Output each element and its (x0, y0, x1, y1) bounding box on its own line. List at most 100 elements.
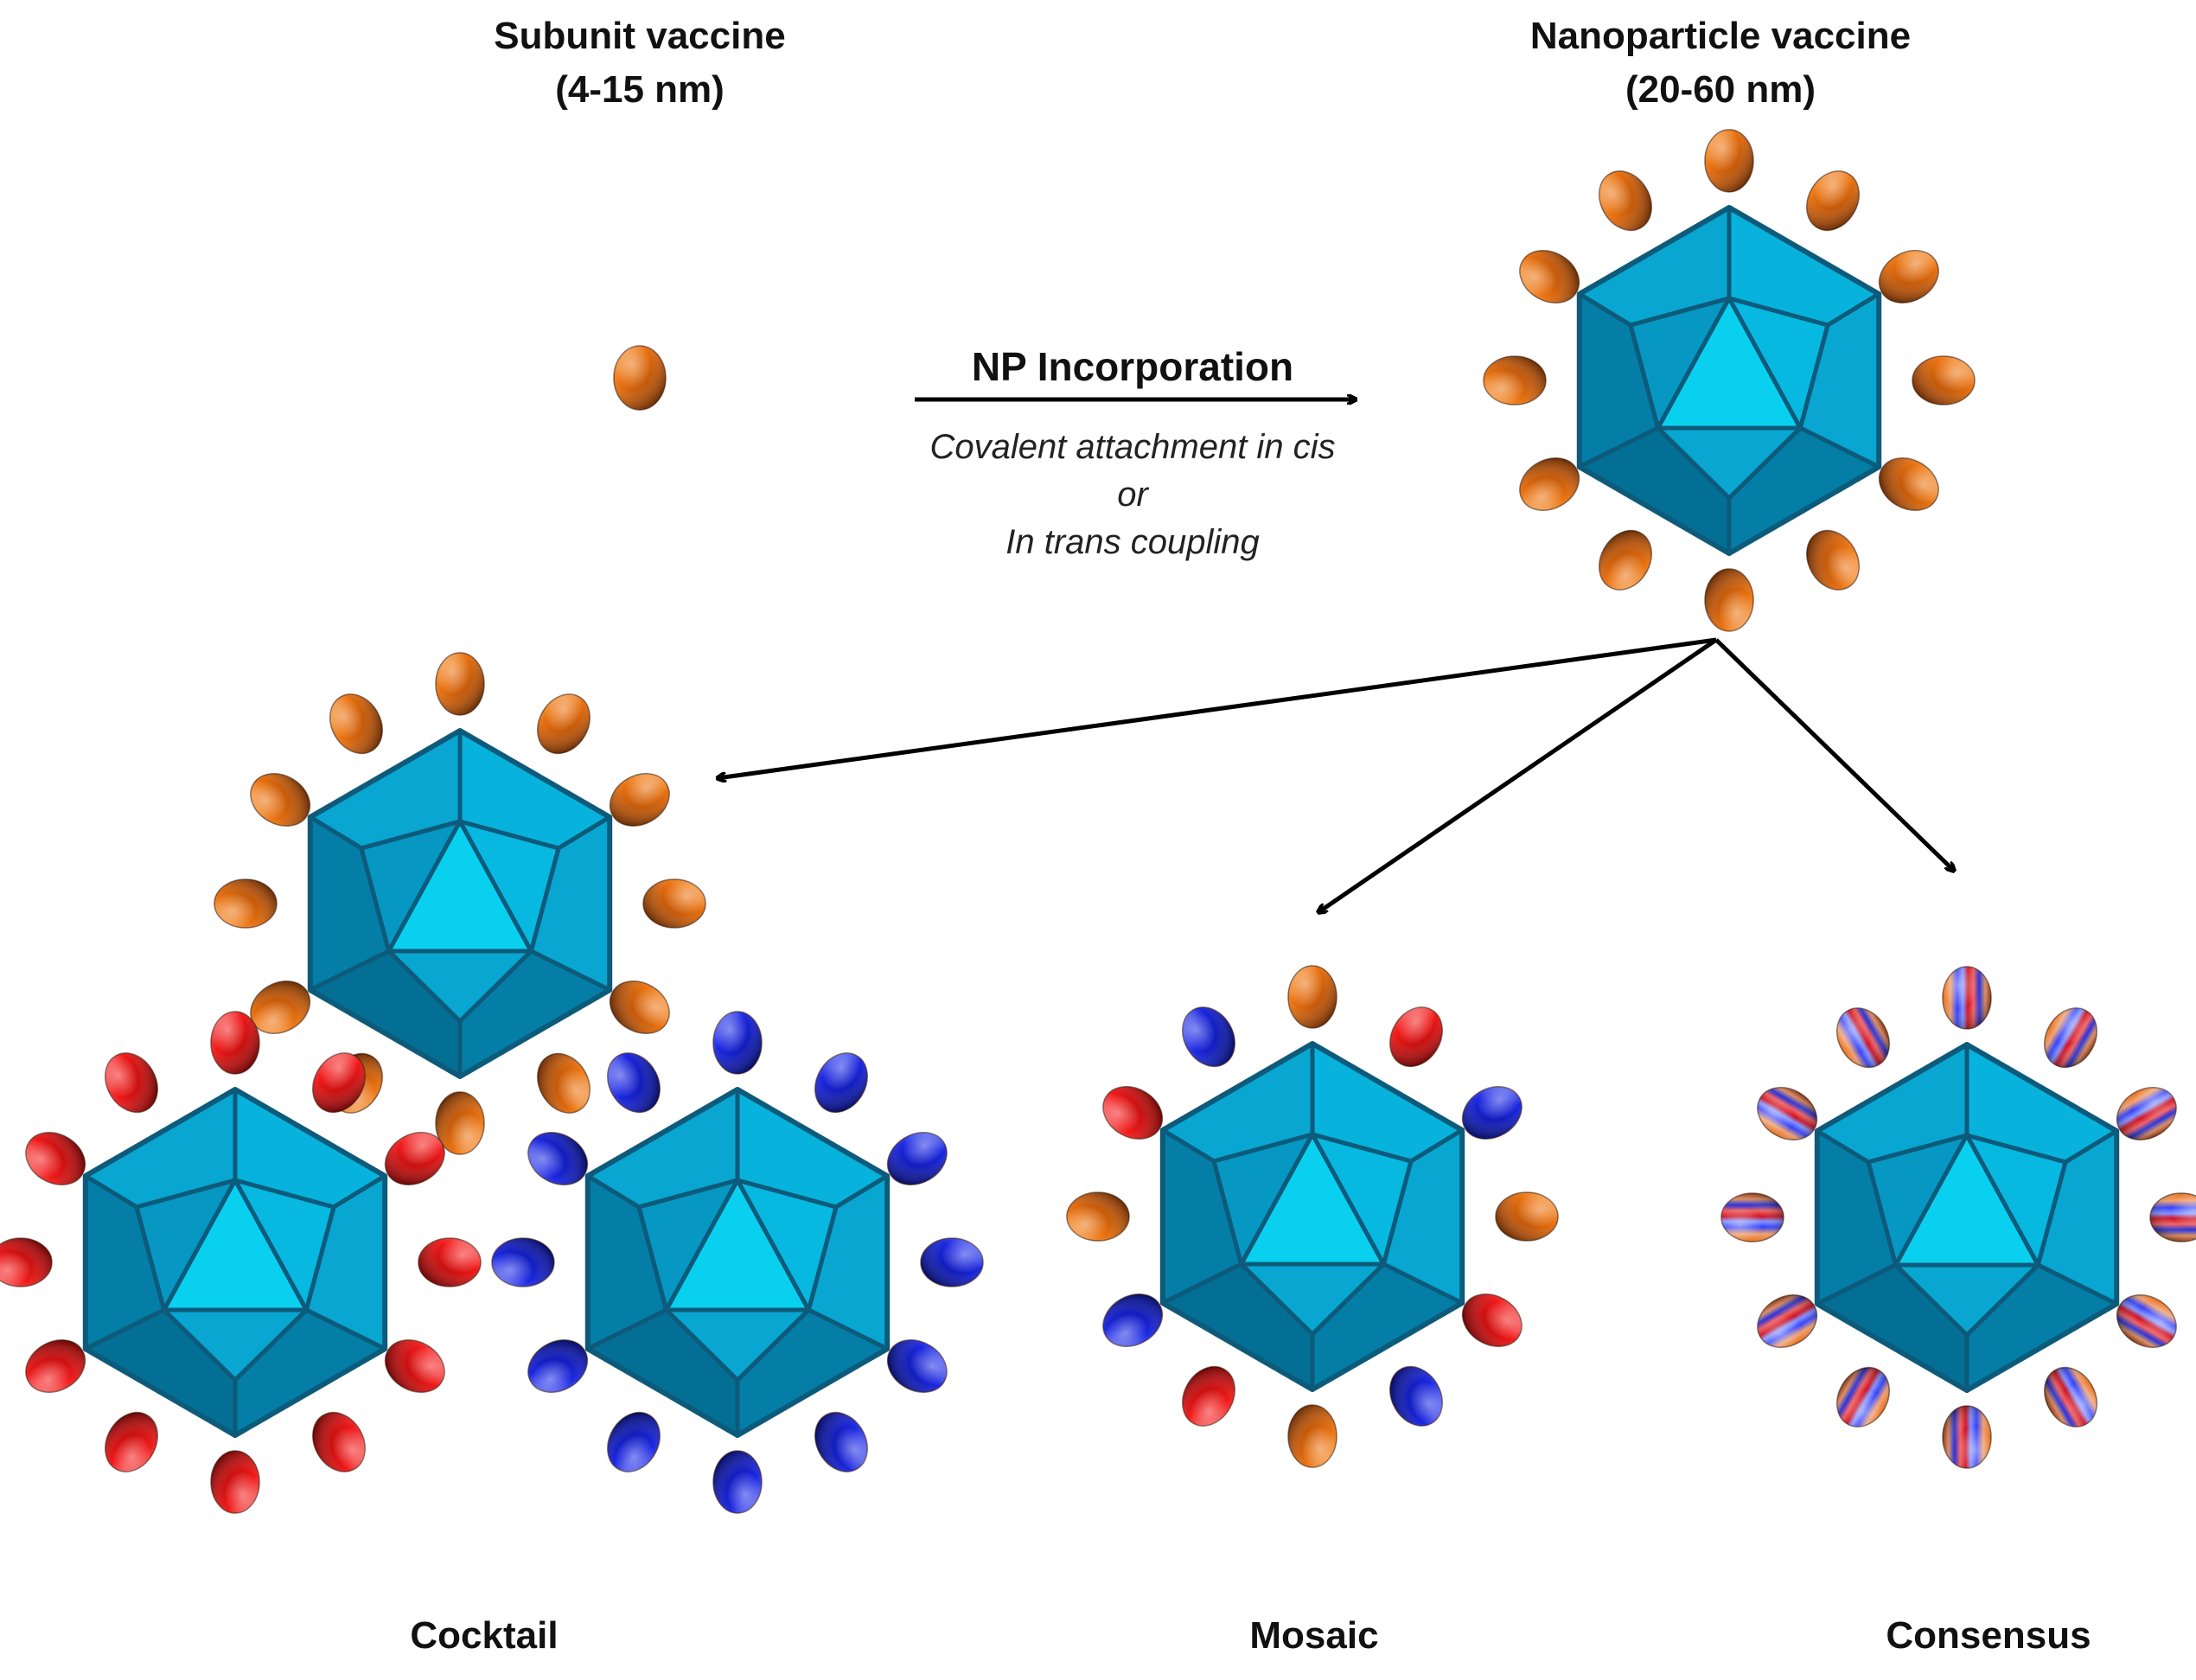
antigen-spike (2149, 1192, 2196, 1242)
mosaic-label: Mosaic (1249, 1614, 1379, 1657)
antigen-spike (642, 878, 706, 929)
antigen-spike (2044, 1366, 2097, 1428)
arrow-to-consensus (1714, 638, 1954, 871)
antigen-spike (1519, 457, 1580, 511)
antigen-spike (537, 693, 590, 755)
arrows-layer (718, 399, 1954, 912)
antigen-spike (1912, 355, 1976, 406)
arrow-to-cocktail (718, 637, 1717, 778)
icosahedron-core (1814, 1042, 2120, 1393)
antigen-spike (1878, 250, 1939, 303)
particles-layer (0, 129, 2196, 1514)
antigen-spike (607, 1052, 661, 1114)
antigen-spike (312, 1052, 366, 1114)
antigen-spike (1704, 568, 1754, 632)
antigen-spike (435, 652, 485, 716)
antigen-spike (609, 773, 670, 827)
antigen-spike (1720, 1192, 1784, 1242)
antigen-spike (2044, 1007, 2097, 1069)
antigen-spike (1878, 457, 1939, 511)
subunit-vaccine-title: Subunit vaccine (494, 15, 786, 57)
antigen-spike (2116, 1087, 2177, 1140)
antigen-spike (1806, 529, 1860, 591)
np-incorporation-label: NP Incorporation (971, 344, 1294, 389)
antigen-spike (0, 1237, 53, 1287)
antigen-spike (25, 1132, 86, 1185)
antigen-spike (384, 1339, 445, 1393)
consensus-label: Consensus (1886, 1614, 2091, 1657)
icosahedron-core (1576, 205, 1882, 556)
antigen-spike (1757, 1087, 1818, 1140)
antigen-spike (920, 1237, 984, 1287)
antigen-spike (25, 1339, 86, 1393)
antigen-spike (886, 1339, 948, 1393)
antigen-spike (712, 1011, 763, 1075)
method-or-label: or (1117, 476, 1148, 514)
method-trans-label: In trans coupling (1005, 523, 1260, 561)
cocktail-label: Cocktail (410, 1614, 559, 1657)
antigen-spike (527, 1339, 589, 1393)
antigen-spike (1102, 1086, 1164, 1140)
antigen-spike (105, 1052, 158, 1114)
antigen-spike (712, 1450, 763, 1514)
antigen-spike (1287, 1404, 1337, 1468)
antigen-spike (1806, 170, 1860, 232)
arrow-to-mosaic (1318, 637, 1718, 912)
method-cis-label: Covalent attachment in cis (929, 428, 1336, 466)
antigen-spike (886, 1132, 948, 1185)
antigen-spike (1836, 1007, 1890, 1069)
nanoparticle-vaccine-title: Nanoparticle vaccine (1529, 15, 1912, 57)
antigen-spike (491, 1237, 555, 1287)
antigen-spike (105, 1411, 158, 1472)
antigen-spike (1461, 1086, 1523, 1140)
antigen-spike (210, 1450, 260, 1514)
particle-cocktail-orange (214, 652, 706, 1155)
antigen-spike (1389, 1365, 1443, 1427)
antigen-spike (1599, 529, 1652, 591)
antigen-spike (250, 981, 311, 1034)
antigen-spike (1757, 1294, 1818, 1348)
antigen-spike (1287, 965, 1337, 1029)
antigen-spike (537, 1052, 590, 1114)
antigen-spike (1519, 250, 1580, 303)
antigen-spike (1704, 129, 1754, 193)
antigen-spike (814, 1411, 868, 1472)
particle-cocktail-red (0, 1011, 482, 1514)
antigen-spike (607, 1411, 661, 1472)
antigen-spike (1599, 170, 1652, 232)
antigen-spike (214, 878, 278, 929)
antigen-spike (418, 1237, 482, 1287)
antigen-spike (384, 1132, 445, 1185)
nanoparticle-vaccine-size: (20-60 nm) (1625, 68, 1816, 111)
particle-nanoparticle-vaccine (1483, 129, 1976, 632)
antigen-spike (1483, 355, 1547, 406)
icosahedron-core (584, 1087, 891, 1438)
antigen-spike (210, 1011, 260, 1075)
antigen-spike (329, 693, 383, 755)
antigen-spike (1942, 1405, 1992, 1469)
antigen-spike (2116, 1294, 2177, 1348)
antigen-spike (250, 773, 311, 827)
antigen-spike (1942, 966, 1992, 1030)
antigen-spike (1389, 1006, 1443, 1068)
antigen-spike (1182, 1365, 1235, 1427)
icosahedron-core (307, 728, 613, 1079)
antigen-spike (312, 1411, 366, 1472)
particle-consensus (1720, 966, 2196, 1469)
antigen-spike (1836, 1366, 1890, 1428)
antigen-spike (1102, 1294, 1164, 1347)
subunit-antigen (613, 345, 667, 411)
subunit-vaccine-size: (4-15 nm) (555, 68, 725, 111)
particle-cocktail-blue (491, 1011, 984, 1514)
antigen-spike (814, 1052, 868, 1114)
antigen-spike (609, 981, 670, 1034)
icosahedron-core (82, 1087, 388, 1438)
particle-mosaic (1066, 965, 1559, 1468)
antigen-spike (527, 1132, 589, 1185)
antigen-spike (1182, 1006, 1235, 1068)
antigen-spike (435, 1091, 485, 1155)
antigen-spike (1461, 1294, 1523, 1347)
icosahedron-core (1159, 1041, 1465, 1392)
